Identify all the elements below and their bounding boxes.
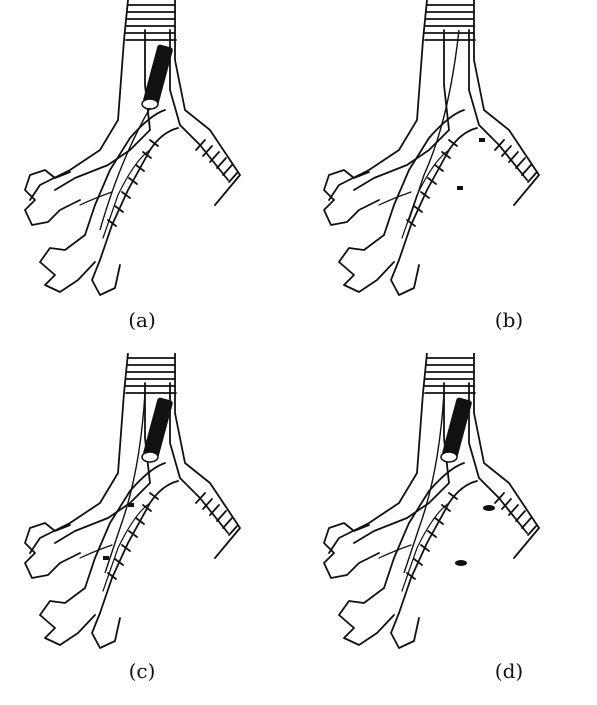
- marker-upper-b: [479, 138, 485, 142]
- balloon-lower-d: [455, 560, 467, 566]
- panel-d: (d): [299, 353, 597, 705]
- marker-upper-c: [128, 503, 134, 507]
- marker-lower-b: [457, 186, 463, 190]
- caption-d: (d): [479, 659, 539, 683]
- airway-drawing-a: [0, 0, 298, 300]
- catheter-b: [409, 30, 459, 220]
- airway-drawing-c: [0, 353, 298, 653]
- caption-c: (c): [112, 659, 172, 683]
- caption-b: (b): [479, 308, 539, 332]
- airway-drawing-d: [299, 353, 597, 653]
- balloon-upper-d: [483, 505, 495, 511]
- bronchoscope-d: [441, 397, 472, 462]
- panel-b: (b): [299, 0, 597, 352]
- panel-a: (a): [0, 0, 298, 352]
- bronchoscope-c: [142, 397, 173, 462]
- panel-c: (c): [0, 353, 298, 705]
- marker-lower-c: [103, 556, 109, 560]
- caption-a: (a): [112, 308, 172, 332]
- airway-drawing-b: [299, 0, 597, 300]
- bronchoscope-a: [142, 44, 173, 109]
